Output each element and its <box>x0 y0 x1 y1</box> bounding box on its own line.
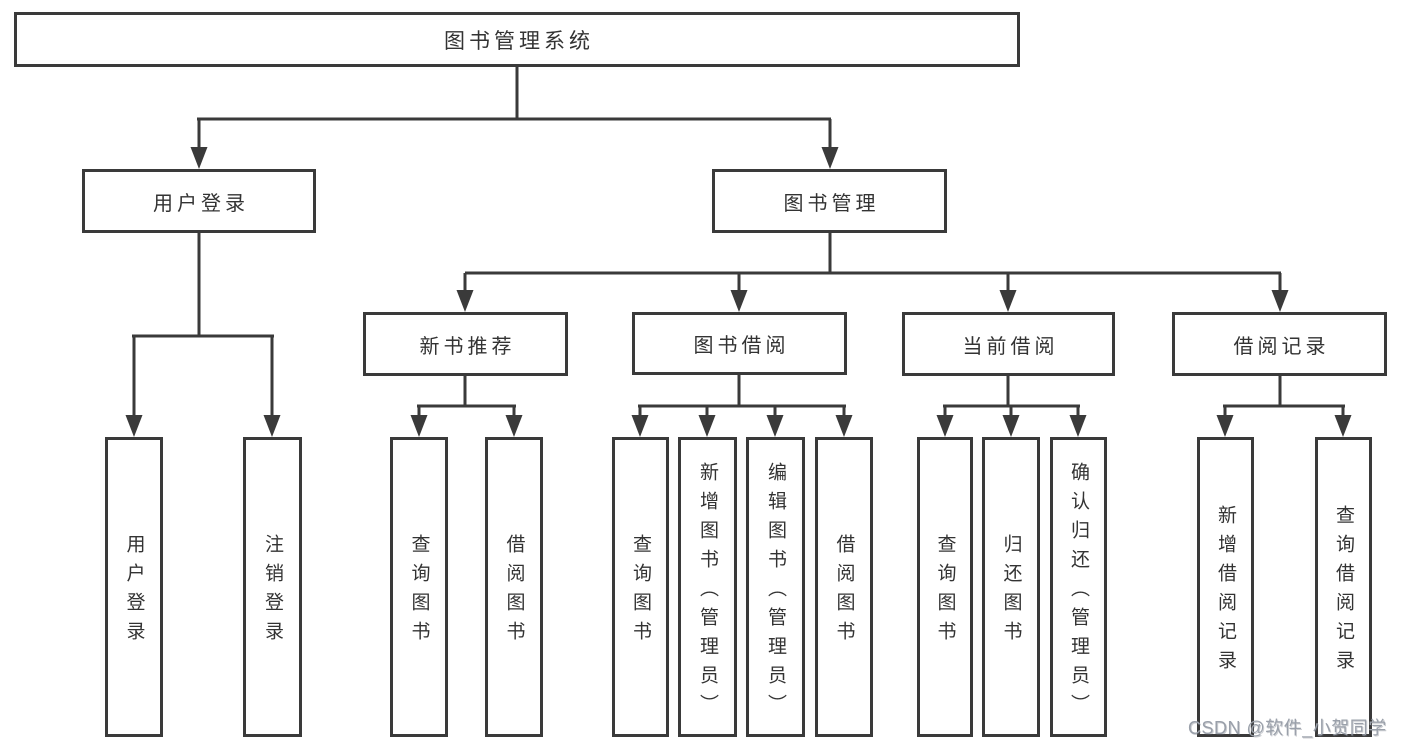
connector-records-to-leaves <box>1216 374 1352 437</box>
node-current-borrowing: 当前借阅 <box>902 312 1115 376</box>
leaf-label: 编辑图书（管理员） <box>765 461 786 723</box>
leaf-label: 借阅图书 <box>833 534 855 650</box>
node-label: 借阅记录 <box>1233 335 1330 358</box>
leaf-label: 查询图书 <box>630 534 651 650</box>
node-user-login-branch: 用户登录 <box>82 169 316 233</box>
node-label: 用户登录 <box>153 192 249 215</box>
node-label: 图书管理 <box>783 192 880 215</box>
leaf-query-books-recommend: 查询图书 <box>390 437 448 737</box>
node-label: 当前借阅 <box>962 335 1059 358</box>
connector-root-to-level2 <box>190 66 839 169</box>
node-label: 新书推荐 <box>419 335 516 358</box>
node-new-book-recommend: 新书推荐 <box>363 312 568 376</box>
leaf-label: 借阅图书 <box>503 534 525 650</box>
leaf-borrow-books: 借阅图书 <box>815 437 873 737</box>
node-root-library-system: 图书管理系统 <box>14 12 1020 67</box>
node-book-management-branch: 图书管理 <box>712 169 947 233</box>
leaf-label: 查询图书 <box>408 534 430 650</box>
leaf-add-books-admin: 新增图书（管理员） <box>678 437 737 737</box>
connector-borrow-to-leaves <box>631 373 853 437</box>
leaf-query-borrow-record: 查询借阅记录 <box>1315 437 1372 737</box>
leaf-label: 归还图书 <box>1000 534 1022 650</box>
node-label: 图书借阅 <box>693 335 790 357</box>
leaf-query-books-current: 查询图书 <box>917 437 973 737</box>
node-label: 图书管理系统 <box>444 29 594 53</box>
node-book-borrowing: 图书借阅 <box>632 312 847 375</box>
leaf-logout: 注销登录 <box>243 437 302 737</box>
leaf-edit-books-admin: 编辑图书（管理员） <box>746 437 805 737</box>
connector-userlogin-to-leaves <box>125 231 281 437</box>
leaf-label: 确认归还（管理员） <box>1068 461 1089 723</box>
connector-current-to-leaves <box>936 374 1087 437</box>
leaf-borrow-books-recommend: 借阅图书 <box>485 437 543 737</box>
leaf-query-books-borrow: 查询图书 <box>612 437 669 737</box>
connector-newbook-to-leaves <box>410 374 523 437</box>
leaf-return-books: 归还图书 <box>982 437 1040 737</box>
leaf-label: 查询图书 <box>934 534 956 650</box>
leaf-label: 新增借阅记录 <box>1215 505 1236 679</box>
leaf-label: 注销登录 <box>262 534 283 650</box>
leaf-confirm-return-admin: 确认归还（管理员） <box>1050 437 1107 737</box>
leaf-user-login: 用户登录 <box>105 437 163 737</box>
leaf-add-borrow-record: 新增借阅记录 <box>1197 437 1254 737</box>
node-borrowing-records: 借阅记录 <box>1172 312 1387 376</box>
connector-bookmgmt-to-level3 <box>456 231 1289 312</box>
leaf-label: 用户登录 <box>123 534 145 650</box>
watermark: CSDN @软件_小贺同学 <box>1188 718 1387 738</box>
leaf-label: 新增图书（管理员） <box>697 461 718 723</box>
leaf-label: 查询借阅记录 <box>1333 505 1354 679</box>
